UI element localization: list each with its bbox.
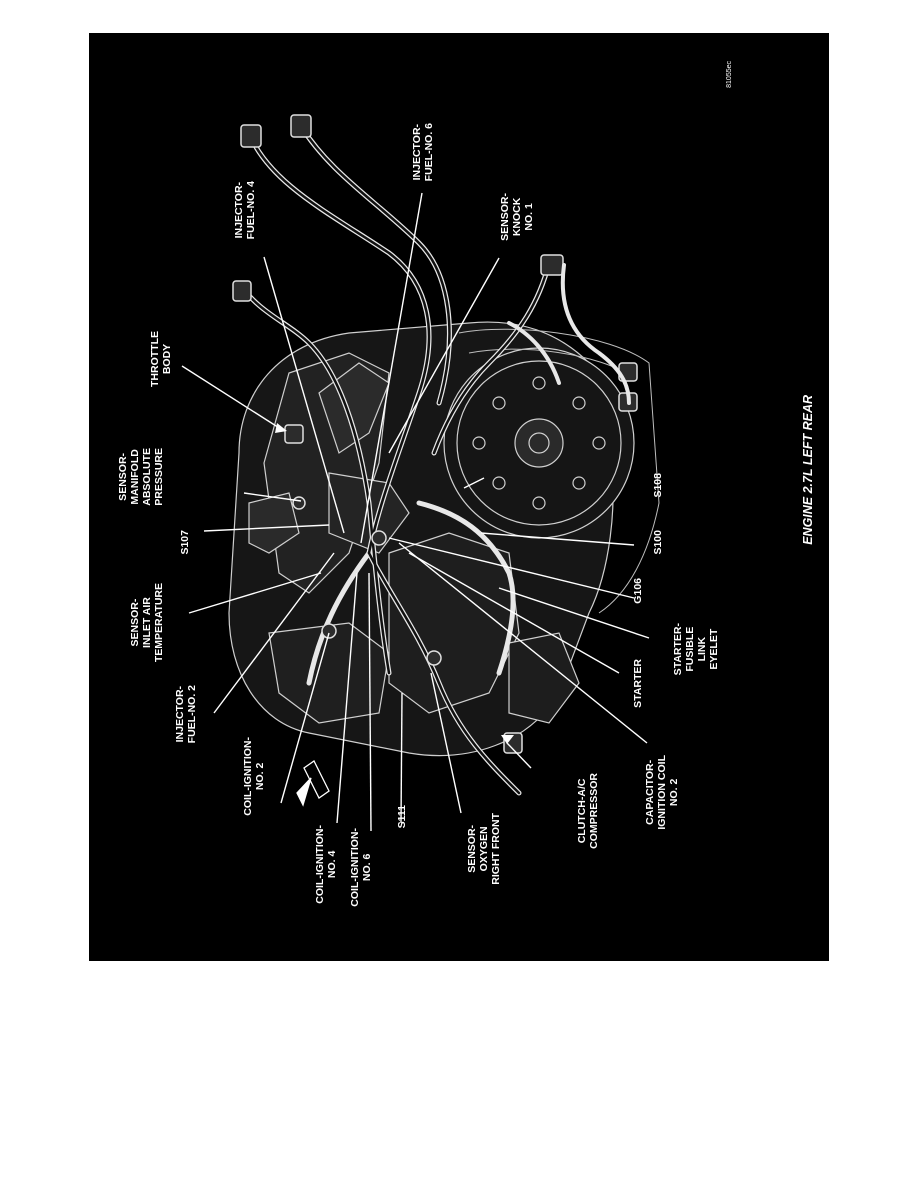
engine-illustration: [181, 114, 660, 832]
direction-arrow-icon: [296, 760, 330, 807]
leader-lines: [181, 192, 650, 832]
harness-right: [507, 263, 631, 405]
arrowheads: [275, 423, 514, 744]
flywheel: [443, 347, 635, 539]
diagram-frame: INJECTOR- FUEL-NO. 4 INJECTOR- FUEL-NO. …: [89, 33, 829, 961]
